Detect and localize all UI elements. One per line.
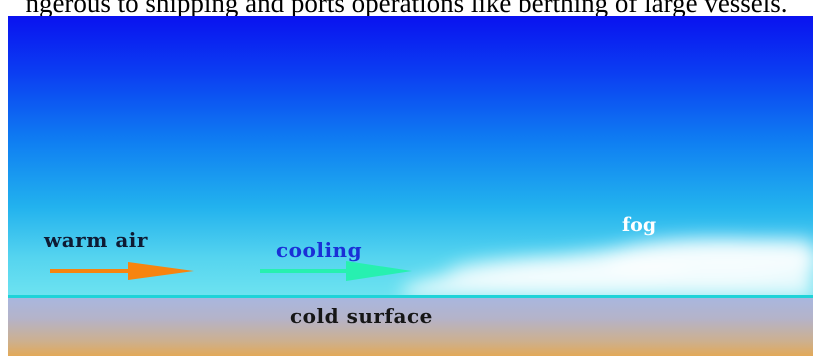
arrows-layer bbox=[50, 261, 412, 281]
cooling-label: cooling bbox=[276, 238, 363, 262]
figure-caption: ngerous to shipping and ports operations… bbox=[25, 0, 788, 18]
warm-air-label: warm air bbox=[44, 228, 148, 252]
fog-label: fog bbox=[622, 214, 657, 236]
fog-layer bbox=[403, 238, 813, 298]
ground-line bbox=[8, 295, 813, 298]
cold-surface-ground bbox=[8, 298, 813, 356]
warm-air-arrow bbox=[50, 262, 194, 280]
fog-formation-diagram: warm air cooling fog cold surface bbox=[8, 16, 813, 356]
fog-bank bbox=[403, 238, 813, 298]
cold-surface-label: cold surface bbox=[290, 304, 433, 328]
cooling-arrow bbox=[260, 261, 412, 281]
